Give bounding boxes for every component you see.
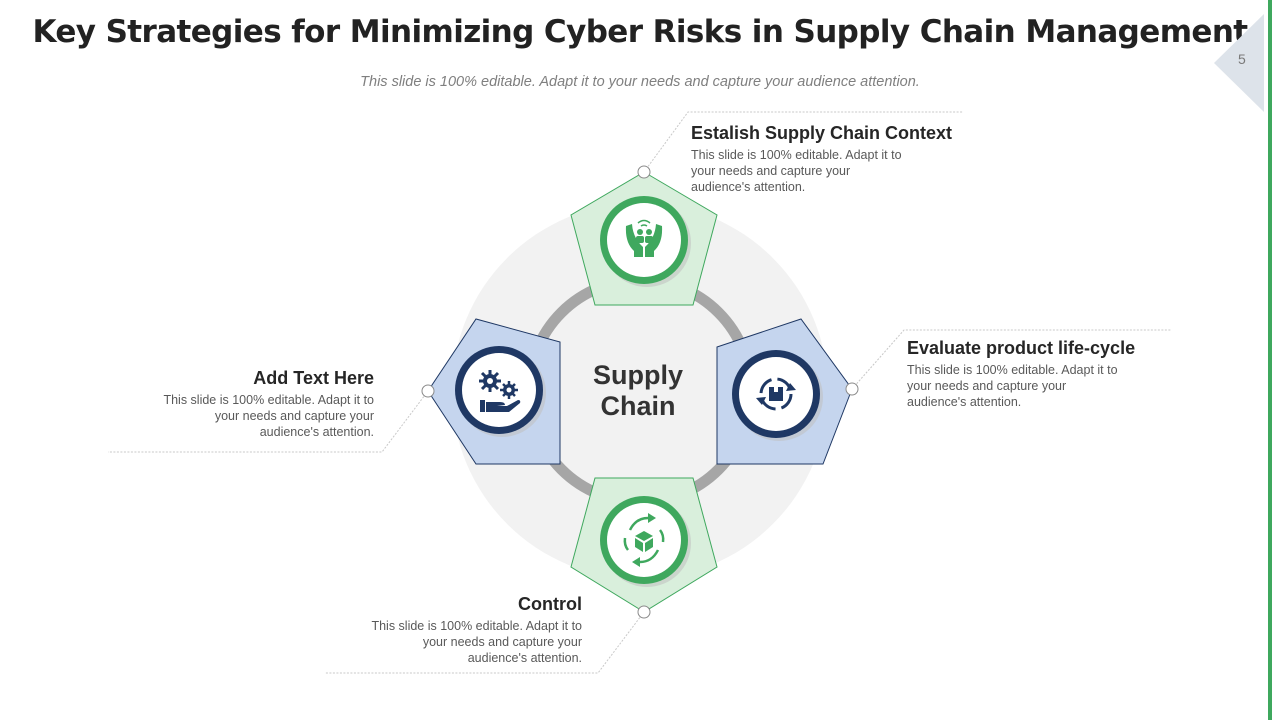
step-left-desc: This slide is 100% editable. Adapt it to…	[163, 393, 374, 439]
slide-subtitle: This slide is 100% editable. Adapt it to…	[360, 74, 920, 90]
connector-dot-bottom	[637, 605, 651, 619]
hand-gears-icon	[479, 370, 521, 412]
step-top-text: Estalish Supply Chain Context This slide…	[691, 122, 981, 195]
step-left-node	[427, 318, 561, 465]
step-left-title: Add Text Here	[253, 368, 374, 388]
step-top-desc: This slide is 100% editable. Adapt it to…	[691, 148, 902, 194]
connector-dot-left	[421, 384, 435, 398]
center-label-line1: Supply	[592, 360, 683, 390]
step-bottom-desc: This slide is 100% editable. Adapt it to…	[371, 619, 582, 665]
accent-bar	[1268, 0, 1272, 720]
step-bottom-node	[570, 477, 718, 613]
center-label-line2: Chain	[600, 391, 676, 421]
step-bottom-title: Control	[518, 594, 582, 614]
center-label: Supply Chain	[588, 360, 688, 422]
step-right-node	[716, 318, 853, 465]
step-bottom-text: Control This slide is 100% editable. Ada…	[300, 593, 582, 666]
step-top-title: Estalish Supply Chain Context	[691, 123, 953, 143]
connector-line-top	[643, 111, 963, 173]
hands-people-icon	[625, 219, 663, 257]
step-left-text: Add Text Here This slide is 100% editabl…	[94, 367, 374, 440]
slide-title: Key Strategies for Minimizing Cyber Risk…	[32, 14, 1248, 50]
connector-dot-top	[637, 165, 651, 179]
cube-arrows-icon	[623, 513, 665, 567]
background-halo	[452, 203, 828, 579]
connector-dot-right	[845, 382, 859, 396]
connector-line-right	[851, 329, 1171, 390]
step-right-title: Evaluate product life-cycle	[907, 338, 1136, 358]
connector-line-bottom	[325, 611, 645, 674]
page-number: 5	[1238, 51, 1246, 67]
step-right-desc: This slide is 100% editable. Adapt it to…	[907, 363, 1118, 409]
connector-line-left	[108, 390, 429, 453]
step-right-text: Evaluate product life-cycle This slide i…	[907, 337, 1187, 410]
box-cycle-icon	[756, 377, 796, 411]
